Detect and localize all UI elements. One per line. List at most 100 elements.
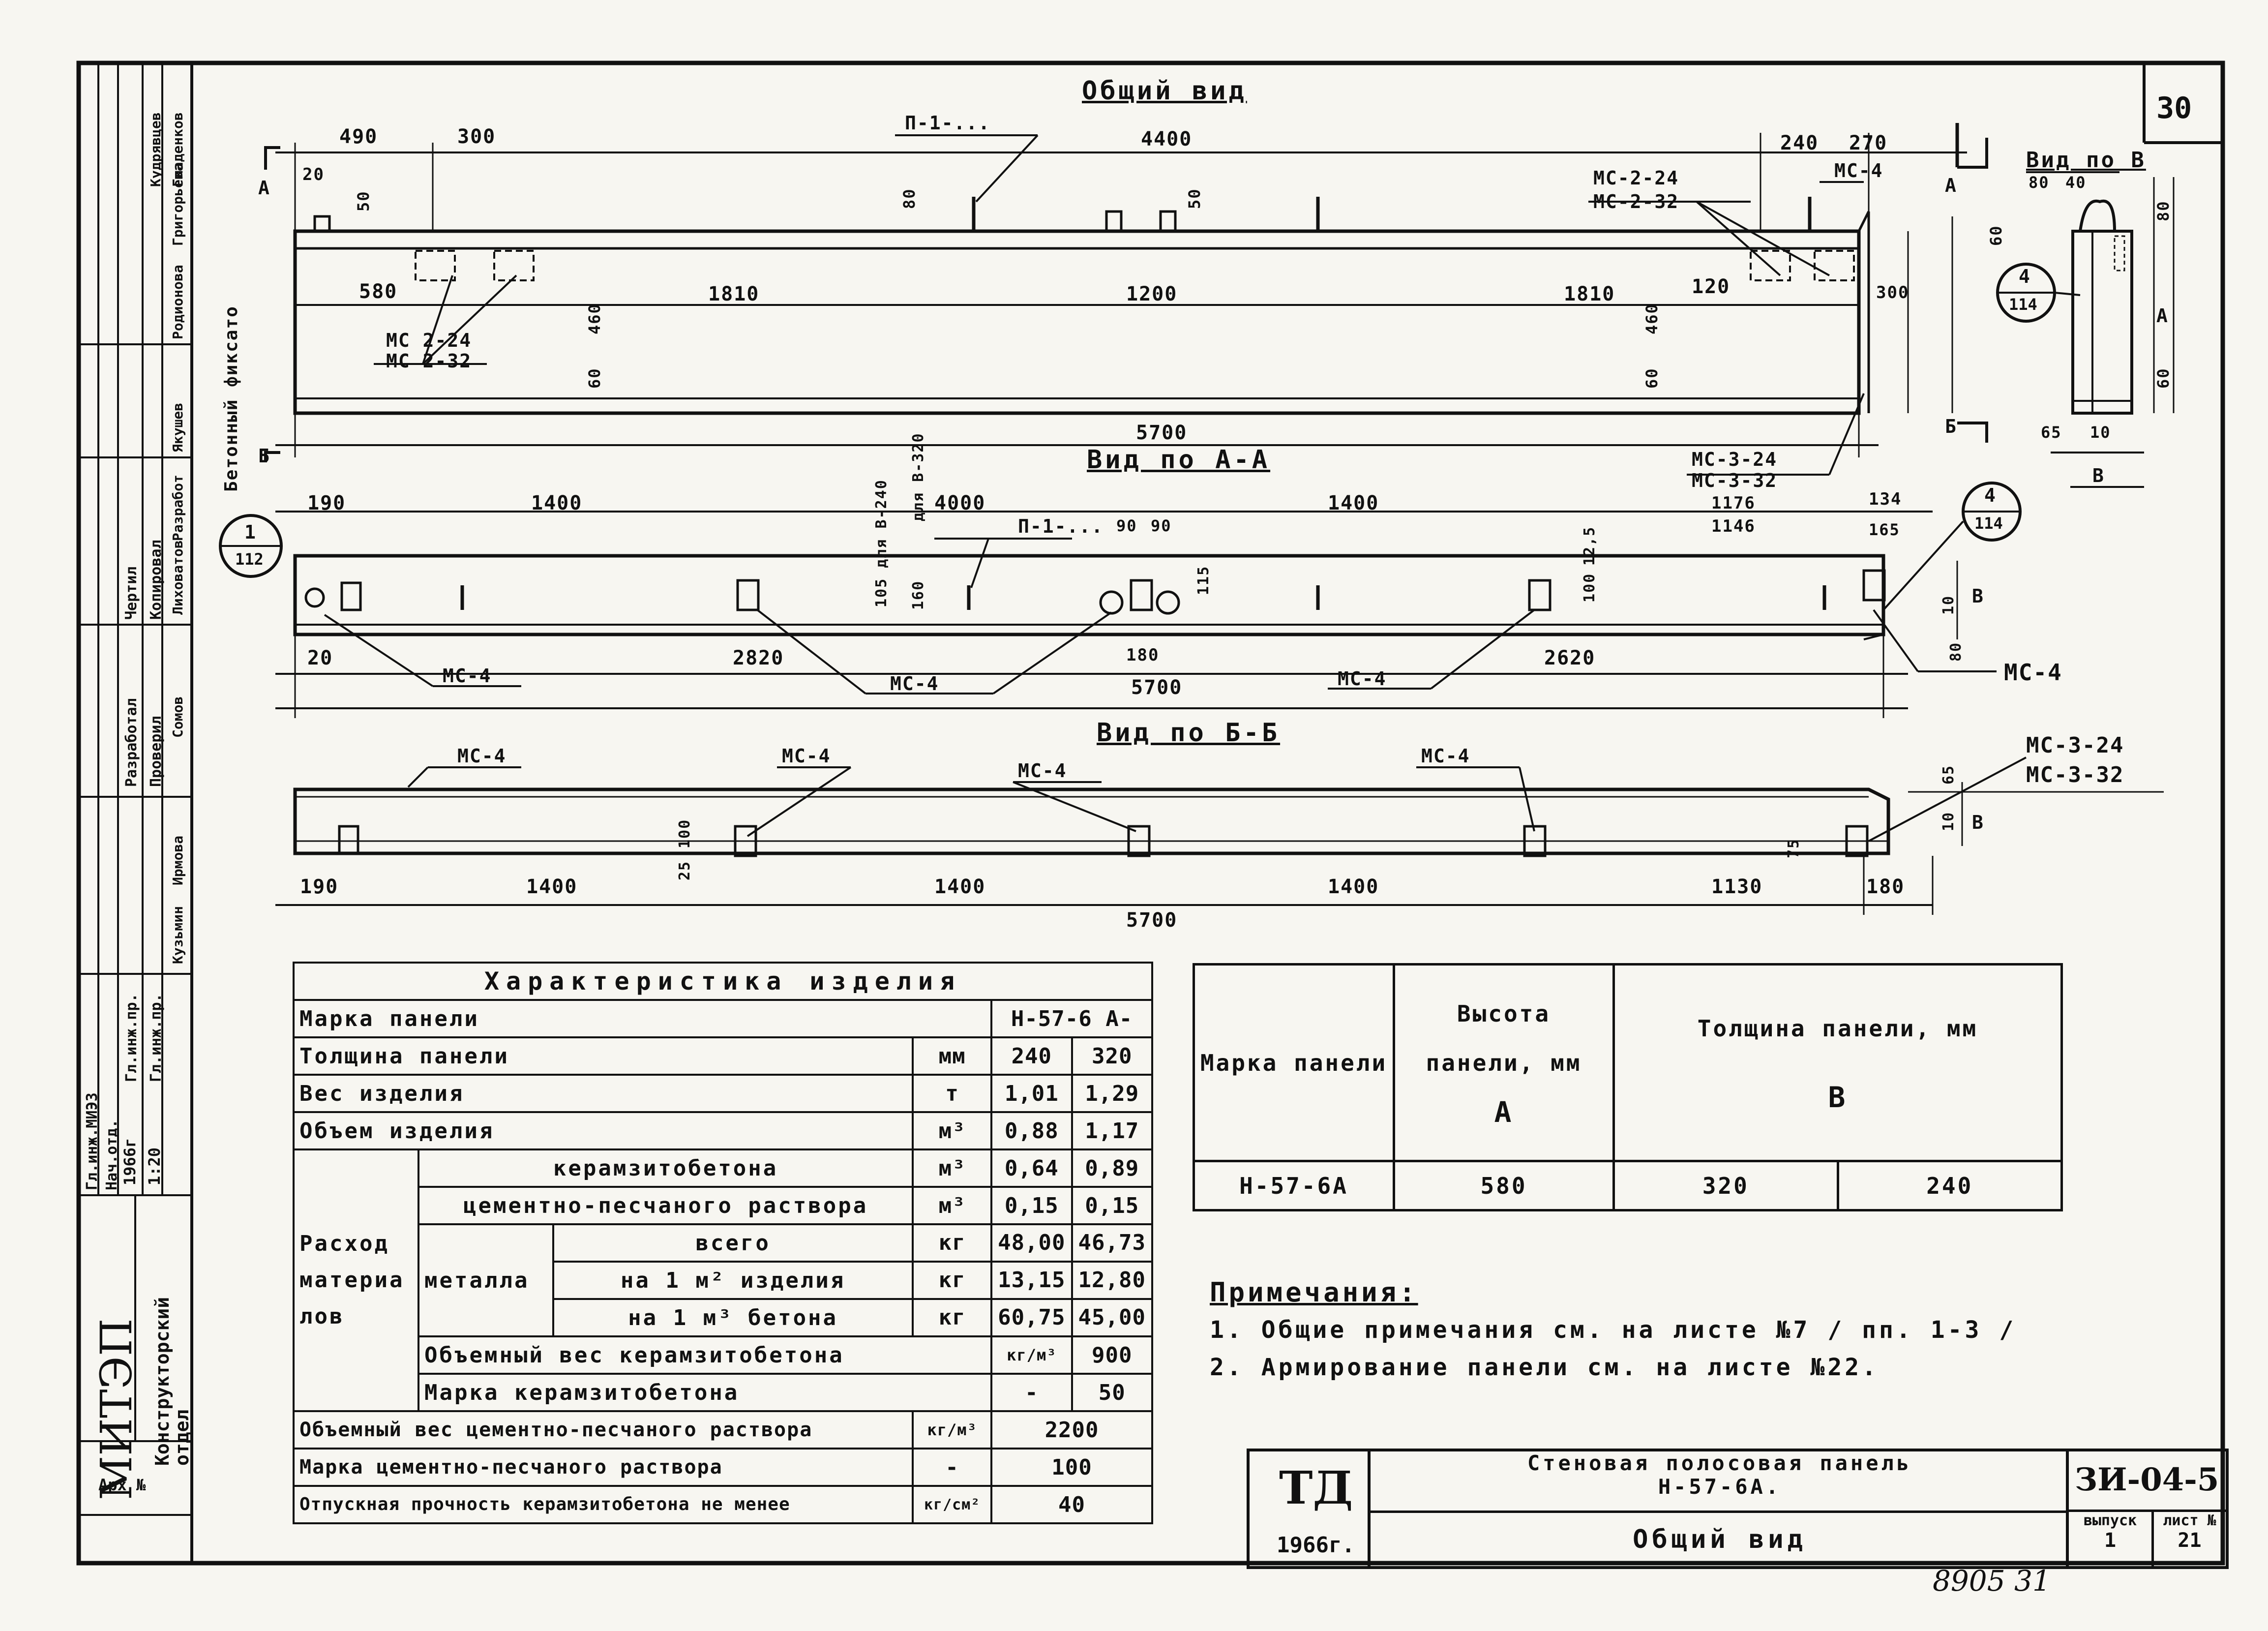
dim-60-right: 60 [1642, 367, 1661, 389]
dim-490: 490 [339, 125, 378, 148]
dim-1810-left: 1810 [708, 283, 760, 305]
side-label-concrete: Бетонный фиксато [221, 305, 241, 492]
aa-dim-10: 10 [1940, 595, 1957, 615]
note-item: 1. Общие примечания см. на листе №7 / пп… [1210, 1316, 2017, 1344]
row-v1: 1,01 [990, 1074, 1073, 1113]
bottom-row-label: Отпускная прочность керамзитобетона не м… [292, 1485, 914, 1524]
row-label: Толщина панели [292, 1036, 914, 1076]
view-b-dim-10: 10 [2090, 423, 2111, 442]
bottom-row-value: 50 [1071, 1373, 1154, 1412]
view-b-dim-60-top: 60 [1987, 225, 2005, 246]
height-header-line2: панели, мм [1426, 1049, 1582, 1076]
aa-dim-90-b: 90 [1151, 516, 1172, 535]
material-row-v1: 0,64 [990, 1148, 1073, 1188]
metal-value: 46,73 [1073, 1225, 1151, 1263]
node-ref-1-sheet: 112 [235, 550, 264, 569]
dim-4400: 4400 [1141, 128, 1193, 151]
side-name: Разработ [170, 475, 186, 541]
material-usage-label: Расход материа лов [293, 1148, 419, 1412]
material-row-v2: 0,89 [1071, 1148, 1154, 1188]
dim-50-left: 50 [354, 190, 373, 211]
mark-table-cell: 580 [1393, 1160, 1615, 1211]
stamp-title-line3: Общий вид [1633, 1525, 1807, 1554]
stamp-issue-label: выпуск [2083, 1512, 2137, 1529]
side-role: Гл.инж.пр. [123, 993, 140, 1082]
aa-dim-5700: 5700 [1131, 676, 1183, 699]
bb-letter-v: В [1972, 812, 1984, 833]
view-b-letter-v: В [2092, 465, 2105, 486]
callout-ms-2-24: МС-2-24 [1593, 167, 1679, 189]
aa-callout-p1: П-1-... [1018, 515, 1104, 537]
callout-ms-4: МС-4 [1834, 160, 1883, 181]
aa-dim-12-5: 12,5 [1581, 526, 1598, 566]
stamp-issue: 1 [2104, 1529, 2117, 1552]
metal-value: 45,00 [1078, 1305, 1146, 1330]
side-name: Сомов [170, 696, 186, 738]
dim-80: 80 [900, 188, 919, 209]
dim-240: 240 [1780, 132, 1819, 154]
callout-ms-2-24-left: МС 2-24 [386, 330, 472, 351]
metal-group: металла всего на 1 м² изделия на 1 м³ бе… [417, 1223, 914, 1337]
bb-view-title: Вид по Б-Б [1097, 718, 1281, 748]
panel-mark-label: Марка панели [292, 999, 993, 1038]
bottom-row-label: Объемный вес цементно-песчаного раствора [292, 1410, 914, 1450]
view-b-dim-65: 65 [2041, 423, 2062, 442]
side-name: Родионова [170, 265, 186, 339]
aa-dim-1400-left: 1400 [531, 492, 583, 514]
view-b-dim-60-right: 60 [2154, 367, 2173, 389]
material-row-label: цементно-песчаного раствора [417, 1186, 914, 1225]
row-v2: 320 [1071, 1036, 1154, 1076]
metal-value: 60,75 [998, 1305, 1066, 1330]
metal-value: 48,00 [992, 1225, 1071, 1263]
side-name: Якушев [170, 402, 186, 453]
thickness-header-line1: Толщина панели, мм [1697, 1015, 1978, 1042]
section-mark-a-right: А [1945, 175, 1957, 196]
characteristics-title: Характеристика изделия [293, 962, 1153, 1001]
aa-dim-1400-right: 1400 [1328, 492, 1379, 514]
stamp-year: 1966г. [1277, 1533, 1355, 1558]
bottom-row-value: 100 [990, 1448, 1153, 1487]
bb-dim-5700: 5700 [1126, 909, 1178, 932]
aa-dim-b320: для В-320 [910, 432, 927, 521]
bb-callout-ms4-1: МС-4 [457, 745, 507, 767]
page-number: 30 [2156, 91, 2192, 125]
material-row-v1: 0,15 [990, 1186, 1073, 1225]
bb-dim-190: 190 [300, 876, 339, 898]
aa-dim-90-a: 90 [1116, 516, 1137, 535]
node-ref-aa-sheet: 114 [1974, 514, 2003, 533]
stamp-title-line1: Стеновая полосовая панель [1527, 1451, 1912, 1475]
bb-dim-1400-2: 1400 [934, 876, 986, 898]
bottom-row-unit: кг/м³ [990, 1335, 1073, 1375]
side-arch: Арх № [98, 1476, 146, 1494]
bottom-row-unit: - [990, 1373, 1073, 1412]
side-role: Гл.инж.пр. [148, 993, 165, 1082]
general-view-title: Общий вид [1082, 76, 1247, 106]
characteristics-table: Характеристика изделия Марка панели Н-57… [292, 962, 1154, 1524]
bb-callout-ms-3-24: МС-3-24 [2026, 733, 2124, 758]
panel-mark-value: Н-57-6 А- [990, 999, 1153, 1038]
row-label: Объем изделия [292, 1111, 914, 1150]
bb-callout-ms-3-32: МС-3-32 [2026, 762, 2124, 787]
bb-dim-1400-3: 1400 [1328, 876, 1379, 898]
title-stamp: ТД 1966г. Стеновая полосовая панель Н-57… [1247, 1449, 2229, 1569]
aa-dim-1176: 1176 [1711, 493, 1756, 513]
aa-dim-4000: 4000 [934, 492, 986, 514]
side-org: МИТЭП [91, 1318, 142, 1500]
material-row-v2: 0,15 [1071, 1186, 1154, 1225]
dim-300-right: 300 [1876, 283, 1910, 302]
metal-value: 12,80 [1073, 1263, 1151, 1300]
metal-subtable: металла всего на 1 м² изделия на 1 м³ бе… [419, 1225, 912, 1335]
callout-ms-3-32: МС-3-32 [1692, 470, 1778, 491]
aa-callout-ms4-4: МС-4 [2004, 659, 2062, 686]
callout-p1: П-1-... [905, 112, 991, 134]
aa-dim-134: 134 [1869, 489, 1902, 509]
row-v2: 1,29 [1071, 1074, 1154, 1113]
side-name: Лиховатов [170, 540, 186, 615]
bb-callout-ms4-4: МС-4 [1421, 745, 1470, 767]
side-dept: Конструкторский отдел [151, 1297, 193, 1466]
side-name: Кузьмин [170, 906, 186, 964]
bottom-row-value: 900 [1071, 1335, 1154, 1375]
dim-60-left: 60 [585, 367, 604, 389]
row-v2: 1,17 [1071, 1111, 1154, 1150]
